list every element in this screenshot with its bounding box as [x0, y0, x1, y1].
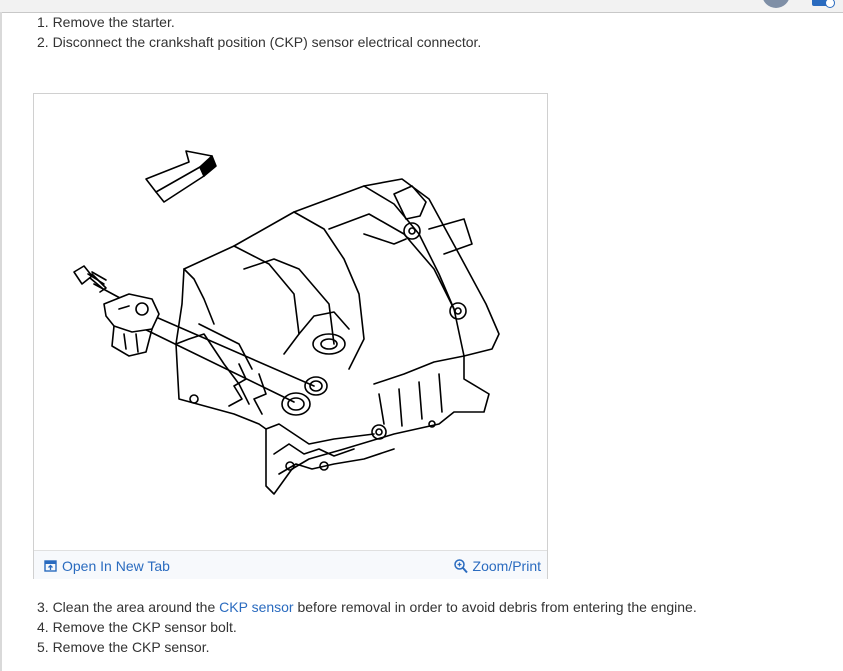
- open-in-new-tab-icon: [44, 560, 57, 572]
- step-3: 3. Clean the area around the CKP sensor …: [37, 597, 697, 617]
- ckp-sensor-icon: [103, 293, 160, 357]
- step-5: 5. Remove the CKP sensor.: [37, 639, 210, 655]
- left-divider: [0, 12, 2, 671]
- open-in-new-tab-label: Open In New Tab: [62, 558, 170, 574]
- procedure-steps-top: 1. Remove the starter. 2. Disconnect the…: [37, 12, 481, 52]
- ckp-sensor-link[interactable]: CKP sensor: [219, 599, 294, 615]
- sensor-bolt-icon: [73, 265, 107, 293]
- zoom-print-button[interactable]: Zoom/Print: [453, 557, 541, 575]
- figure-toolbar: Open In New Tab Zoom/Print: [34, 550, 547, 579]
- step-3-prefix: 3. Clean the area around the: [37, 599, 220, 615]
- step-2: 2. Disconnect the crankshaft position (C…: [37, 34, 482, 50]
- direction-arrow-icon: [145, 150, 217, 203]
- engine-block-drawing: [73, 150, 500, 495]
- notification-badge: [825, 0, 835, 8]
- user-avatar[interactable]: [762, 0, 790, 8]
- open-in-new-tab-button[interactable]: Open In New Tab: [44, 557, 170, 575]
- zoom-print-label: Zoom/Print: [472, 558, 541, 574]
- step-1: 1. Remove the starter.: [37, 14, 175, 30]
- top-toolbar: [0, 0, 843, 13]
- procedure-steps-bottom: 3. Clean the area around the CKP sensor …: [37, 597, 697, 657]
- magnifier-zoom-icon: [453, 558, 468, 573]
- ckp-sensor-illustration: Open In New Tab Zoom/Print: [33, 93, 548, 579]
- step-4: 4. Remove the CKP sensor bolt.: [37, 619, 237, 635]
- step-3-suffix: before removal in order to avoid debris …: [293, 599, 697, 615]
- notification-icon[interactable]: [812, 0, 828, 6]
